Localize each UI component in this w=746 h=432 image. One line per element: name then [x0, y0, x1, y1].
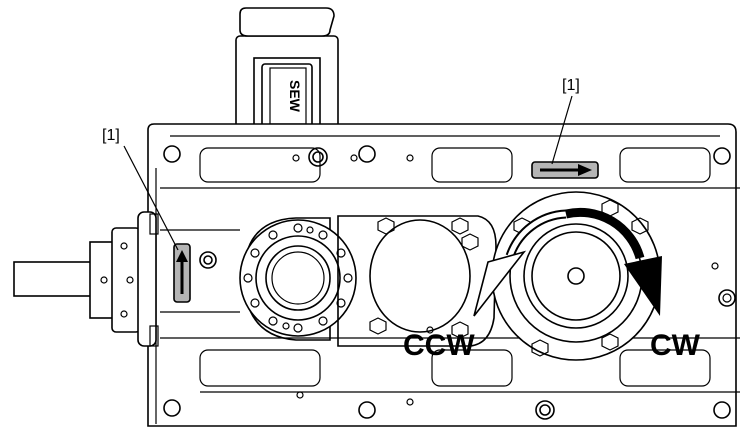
middle-cover — [337, 215, 497, 347]
motor-brand-label: SEW — [287, 80, 303, 113]
callout-label-top: [1] — [562, 77, 580, 94]
motor: SEW — [235, 7, 339, 143]
callout-label-left: [1] — [102, 127, 120, 144]
cw-label: CW — [650, 329, 701, 362]
input-shaft — [13, 211, 159, 347]
callout-leader-top — [551, 95, 573, 165]
direction-arrow-indicator-top — [531, 161, 599, 179]
cw-arrowhead — [624, 256, 662, 316]
flange-bolt-circle — [243, 223, 353, 333]
ccw-label: CCW — [403, 329, 475, 362]
rotation-arrows: CCW CW — [403, 207, 701, 362]
cw-arrow — [564, 207, 645, 260]
flange-mount — [239, 217, 357, 341]
callout-leader-left — [123, 145, 179, 251]
ccw-arrowhead — [473, 250, 527, 317]
direction-arrow-indicator-left — [173, 243, 191, 303]
